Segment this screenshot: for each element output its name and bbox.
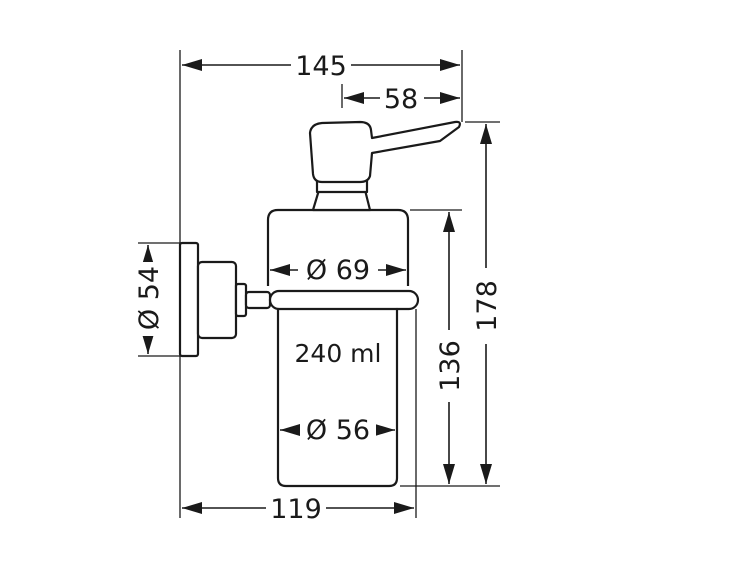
dimension-labels: 145 58 178 136 Ø 54 Ø 69 240 ml Ø 56 119 — [134, 50, 503, 525]
label-pump-offset: 58 — [384, 84, 418, 115]
pump-lever — [308, 120, 461, 212]
label-total-width: 145 — [295, 51, 347, 82]
label-depth: 119 — [270, 494, 322, 525]
holder-arm — [244, 289, 420, 311]
label-capacity: 240 ml — [295, 339, 382, 368]
label-head-diameter: Ø 69 — [306, 255, 370, 286]
label-mount-diameter: Ø 54 — [134, 266, 165, 330]
label-total-height: 178 — [472, 280, 503, 332]
label-glass-diameter: Ø 56 — [306, 415, 370, 446]
wall-mount-plate — [178, 241, 248, 358]
label-container-height: 136 — [435, 340, 466, 392]
dimension-lines — [142, 59, 492, 514]
glass-container — [276, 307, 399, 488]
extension-lines — [138, 50, 500, 518]
